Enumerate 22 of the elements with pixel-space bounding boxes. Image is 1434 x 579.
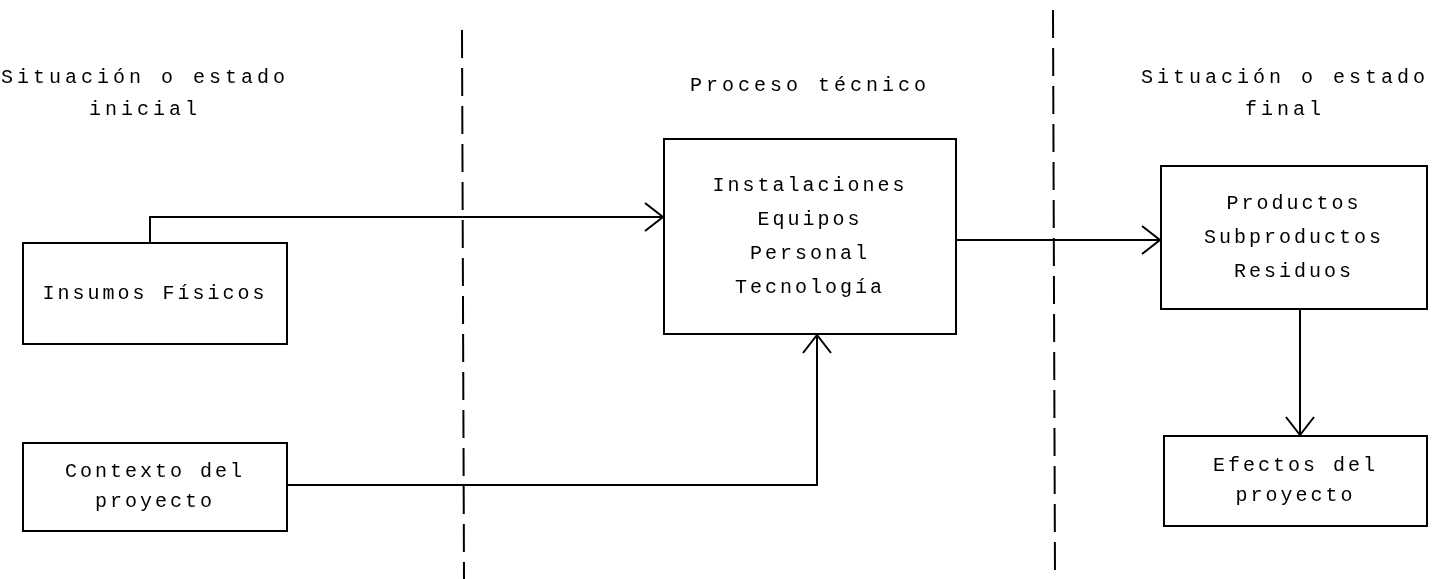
box-text: Subproductos <box>1204 224 1384 251</box>
box-text: Productos <box>1226 190 1362 217</box>
process-box <box>663 138 957 335</box>
process-box <box>22 442 288 532</box>
process-box <box>22 242 288 345</box>
column-heading: Situación o estado final <box>1140 65 1430 123</box>
box-text: Residuos <box>1234 258 1354 285</box>
box-text: Instalaciones <box>712 172 908 199</box>
arrow <box>149 202 664 243</box>
arrow <box>287 334 832 486</box>
arrow <box>1285 309 1315 436</box>
box-text: Personal <box>750 240 870 267</box>
box-text: Contexto del proyecto <box>64 459 246 515</box>
process-box <box>1163 435 1428 527</box>
box-text: Equipos <box>757 206 863 233</box>
box-text: Insumos Físicos <box>42 280 268 307</box>
column-heading: Proceso técnico <box>689 73 931 99</box>
arrow <box>956 225 1161 255</box>
box-text: Efectos del proyecto <box>1212 453 1379 509</box>
box-text: Tecnología <box>735 274 885 301</box>
column-heading: Situación o estado inicial <box>0 65 290 123</box>
process-box <box>1160 165 1428 310</box>
